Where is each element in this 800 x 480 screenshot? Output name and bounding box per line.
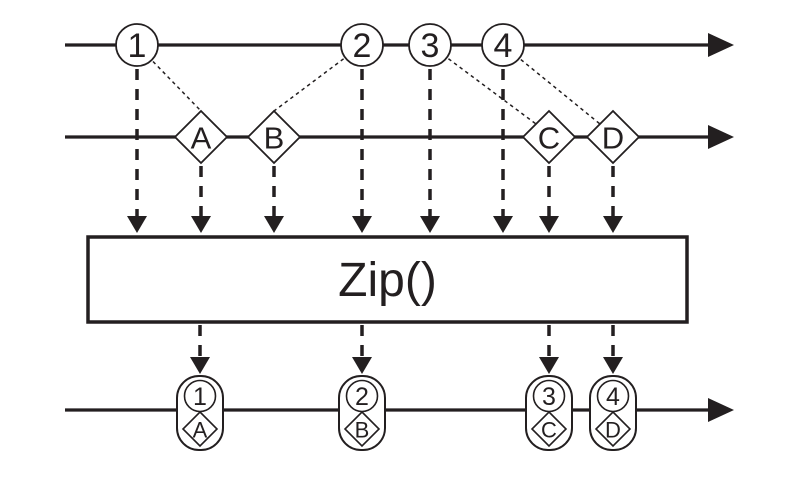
- source1-timeline: [65, 33, 734, 57]
- output-arrow-2-arrowhead-icon: [352, 357, 372, 374]
- output-pair-diamond-label: A: [193, 418, 208, 443]
- event-circle-label: 4: [494, 27, 513, 65]
- input-arrow-diamond-A-arrowhead-icon: [191, 216, 211, 233]
- output-pair-diamond-label: C: [541, 418, 557, 443]
- zip-output-arrows: [190, 325, 623, 374]
- output-pair-circle-label: 1: [193, 383, 207, 411]
- event-circle-label: 3: [421, 27, 440, 65]
- source2-events: A B C D: [173, 109, 641, 165]
- pairing-link-3-C: [447, 58, 537, 125]
- output-pair-diamond: [181, 410, 219, 448]
- event-circle-2: [340, 23, 384, 67]
- output-pair-diamond: [594, 410, 632, 448]
- event-diamond-B: [246, 109, 302, 165]
- input-arrow-diamond-C-arrowhead-icon: [539, 216, 559, 233]
- zip-operator-box: [86, 235, 689, 324]
- output-pair-circle-label: 2: [355, 383, 369, 411]
- output-arrow-1-arrowhead-icon: [190, 357, 210, 374]
- input-arrow-circle-1-arrowhead-icon: [127, 216, 147, 233]
- event-diamond-C: [521, 109, 577, 165]
- output-timeline-arrowhead-icon: [708, 398, 734, 422]
- pairing-link-4-D: [520, 58, 601, 125]
- zip-input-arrows: [127, 69, 623, 233]
- output-pair-circle-label: 4: [606, 383, 620, 411]
- event-diamond-A: [173, 109, 229, 165]
- output-pair-3-C: 3C: [525, 375, 573, 451]
- event-diamond-label: C: [538, 121, 560, 156]
- output-pair-2-B: 2B: [338, 375, 386, 451]
- input-arrow-circle-3-arrowhead-icon: [420, 216, 440, 233]
- pairing-link-1-A: [152, 60, 202, 112]
- input-arrow-circle-4-arrowhead-icon: [493, 216, 513, 233]
- event-diamond-label: D: [602, 121, 624, 156]
- output-pair-diamond: [530, 410, 568, 448]
- pairing-links: [152, 58, 601, 125]
- input-arrow-diamond-D-arrowhead-icon: [603, 216, 623, 233]
- event-circle-3: [408, 23, 452, 67]
- source2-timeline-arrowhead-icon: [708, 125, 734, 149]
- output-pair-diamond: [343, 410, 381, 448]
- source1-timeline-arrowhead-icon: [708, 33, 734, 57]
- event-circle-1: [115, 23, 159, 67]
- zip-operator-label: Zip(): [338, 254, 437, 307]
- event-circle-4: [481, 23, 525, 67]
- input-arrow-diamond-B-arrowhead-icon: [264, 216, 284, 233]
- output-pair-4-D: 4D: [589, 375, 637, 451]
- output-pair-diamond-label: B: [355, 418, 370, 443]
- output-arrow-3-arrowhead-icon: [539, 357, 559, 374]
- source1-events: 1 2 3 4: [115, 23, 525, 67]
- output-pair-1-A: 1A: [176, 375, 224, 451]
- output-arrow-4-arrowhead-icon: [603, 357, 623, 374]
- pairing-link-2-B: [273, 58, 345, 112]
- input-arrow-circle-2-arrowhead-icon: [352, 216, 372, 233]
- event-diamond-D: [585, 109, 641, 165]
- event-diamond-label: A: [191, 121, 212, 156]
- output-pair-diamond-label: D: [605, 418, 621, 443]
- output-pair-circle-label: 3: [542, 383, 556, 411]
- zip-operator: Zip(): [86, 235, 689, 324]
- event-circle-label: 2: [353, 27, 372, 65]
- event-diamond-label: B: [264, 121, 285, 156]
- event-circle-label: 1: [128, 27, 147, 65]
